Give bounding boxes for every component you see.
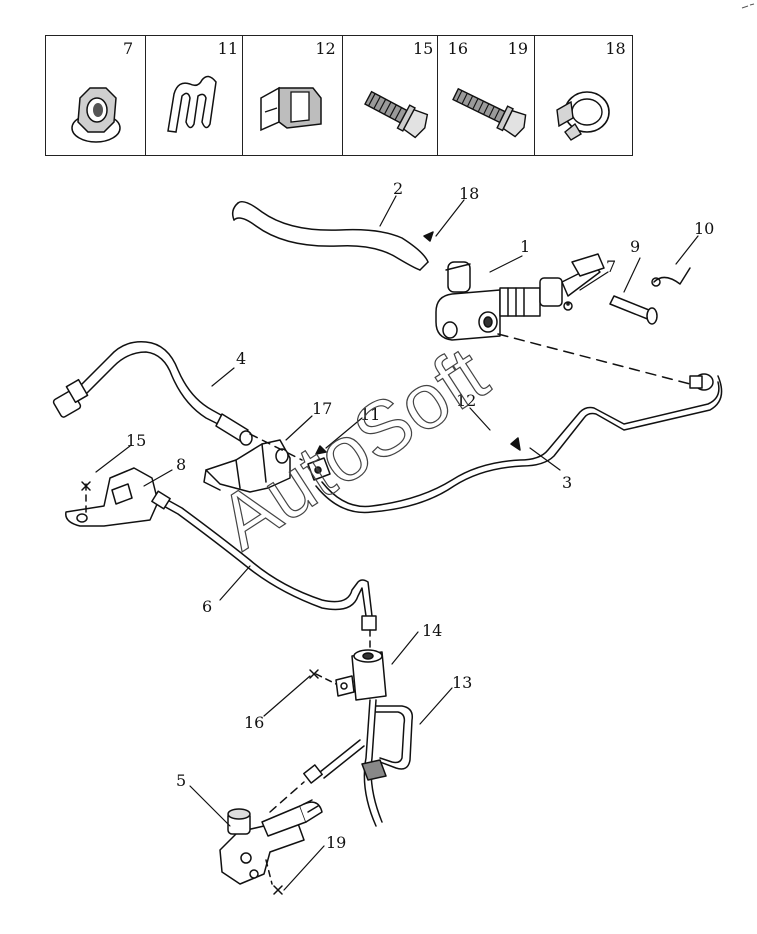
- legend-cell-flange-nut: 7: [46, 36, 146, 155]
- fastener-legend: 7 11 12 15: [45, 35, 633, 156]
- legend-label: 11: [217, 39, 239, 58]
- bolt-axis: [265, 859, 273, 885]
- callout-16: 16: [244, 713, 264, 732]
- bolt-mark: [81, 481, 91, 491]
- legend-label: 16: [447, 39, 469, 58]
- callout-19: 19: [326, 833, 346, 852]
- corner-mark: [741, 3, 755, 9]
- legend-label: 15: [412, 39, 434, 58]
- master-cylinder: [435, 253, 605, 341]
- callout-9: 9: [630, 237, 640, 256]
- callout-4: 4: [236, 349, 246, 368]
- callout-18: 18: [459, 184, 479, 203]
- bolt-axis: [315, 673, 337, 685]
- mounting-plate: [65, 467, 159, 527]
- callout-2: 2: [393, 179, 403, 198]
- clutch-pipe: [315, 373, 723, 514]
- callout-10: 10: [694, 219, 714, 238]
- assembly-guide-line: [269, 781, 305, 813]
- assembly-guide-line: [249, 433, 303, 461]
- assembly-guide-line: [497, 333, 691, 385]
- legend-label: 18: [605, 39, 626, 58]
- legend-cell-clip-fastener: 12: [243, 36, 343, 155]
- pipe-connector: [307, 457, 331, 481]
- slave-line: [303, 699, 414, 827]
- cotter-pin: [651, 267, 691, 287]
- bolt-mark: [273, 885, 283, 895]
- callout-13: 13: [452, 673, 472, 692]
- autosoft-watermark: AutoSoft: [203, 329, 502, 566]
- legend-cell-spring-clip: 11: [146, 36, 244, 155]
- hose-clamp-icon: [556, 91, 611, 141]
- clevis-pin: [609, 295, 658, 325]
- legend-label: 12: [315, 39, 336, 58]
- slave-pipe: [151, 490, 377, 631]
- clip-fastener-icon: [260, 86, 323, 132]
- callout-15: 15: [126, 431, 146, 450]
- callout-3: 3: [562, 473, 572, 492]
- callout-1: 1: [520, 237, 530, 256]
- long-flange-bolt-icon: [451, 87, 527, 138]
- flange-nut-icon: [71, 87, 121, 143]
- leader-lines: [95, 195, 699, 891]
- legend-label: 7: [123, 39, 134, 58]
- nut-point: [566, 302, 570, 306]
- slave-cylinder: [219, 799, 323, 885]
- callout-17: 17: [312, 399, 332, 418]
- spring-clip-icon: [166, 75, 217, 133]
- legend-cell-flange-bolt: 15: [343, 36, 438, 155]
- flange-bolt-icon: [364, 90, 429, 139]
- clip-marker: [315, 445, 327, 455]
- legend-cell-long-flange-bolt: 16 19: [438, 36, 536, 155]
- callout-8: 8: [176, 455, 186, 474]
- bolt-mark: [309, 669, 319, 679]
- callout-12: 12: [456, 391, 476, 410]
- callout-11: 11: [360, 405, 380, 424]
- callout-7: 7: [606, 257, 616, 276]
- hose-bracket: [203, 439, 291, 493]
- callout-14: 14: [422, 621, 442, 640]
- reservoir-hose: [231, 200, 429, 271]
- legend-cell-hose-clamp: 18: [535, 36, 632, 155]
- flexible-hose: [52, 341, 253, 446]
- legend-label: 19: [507, 39, 529, 58]
- hose-clamp-marker: [423, 231, 434, 242]
- pipe-clip-marker: [510, 437, 521, 451]
- callout-labels: 2 18 1 7 9 10 4 17 11 12 15 8 3 6 14 13 …: [126, 179, 714, 852]
- pipe-joint: [335, 649, 387, 701]
- callout-6: 6: [202, 597, 212, 616]
- callout-5: 5: [176, 771, 186, 790]
